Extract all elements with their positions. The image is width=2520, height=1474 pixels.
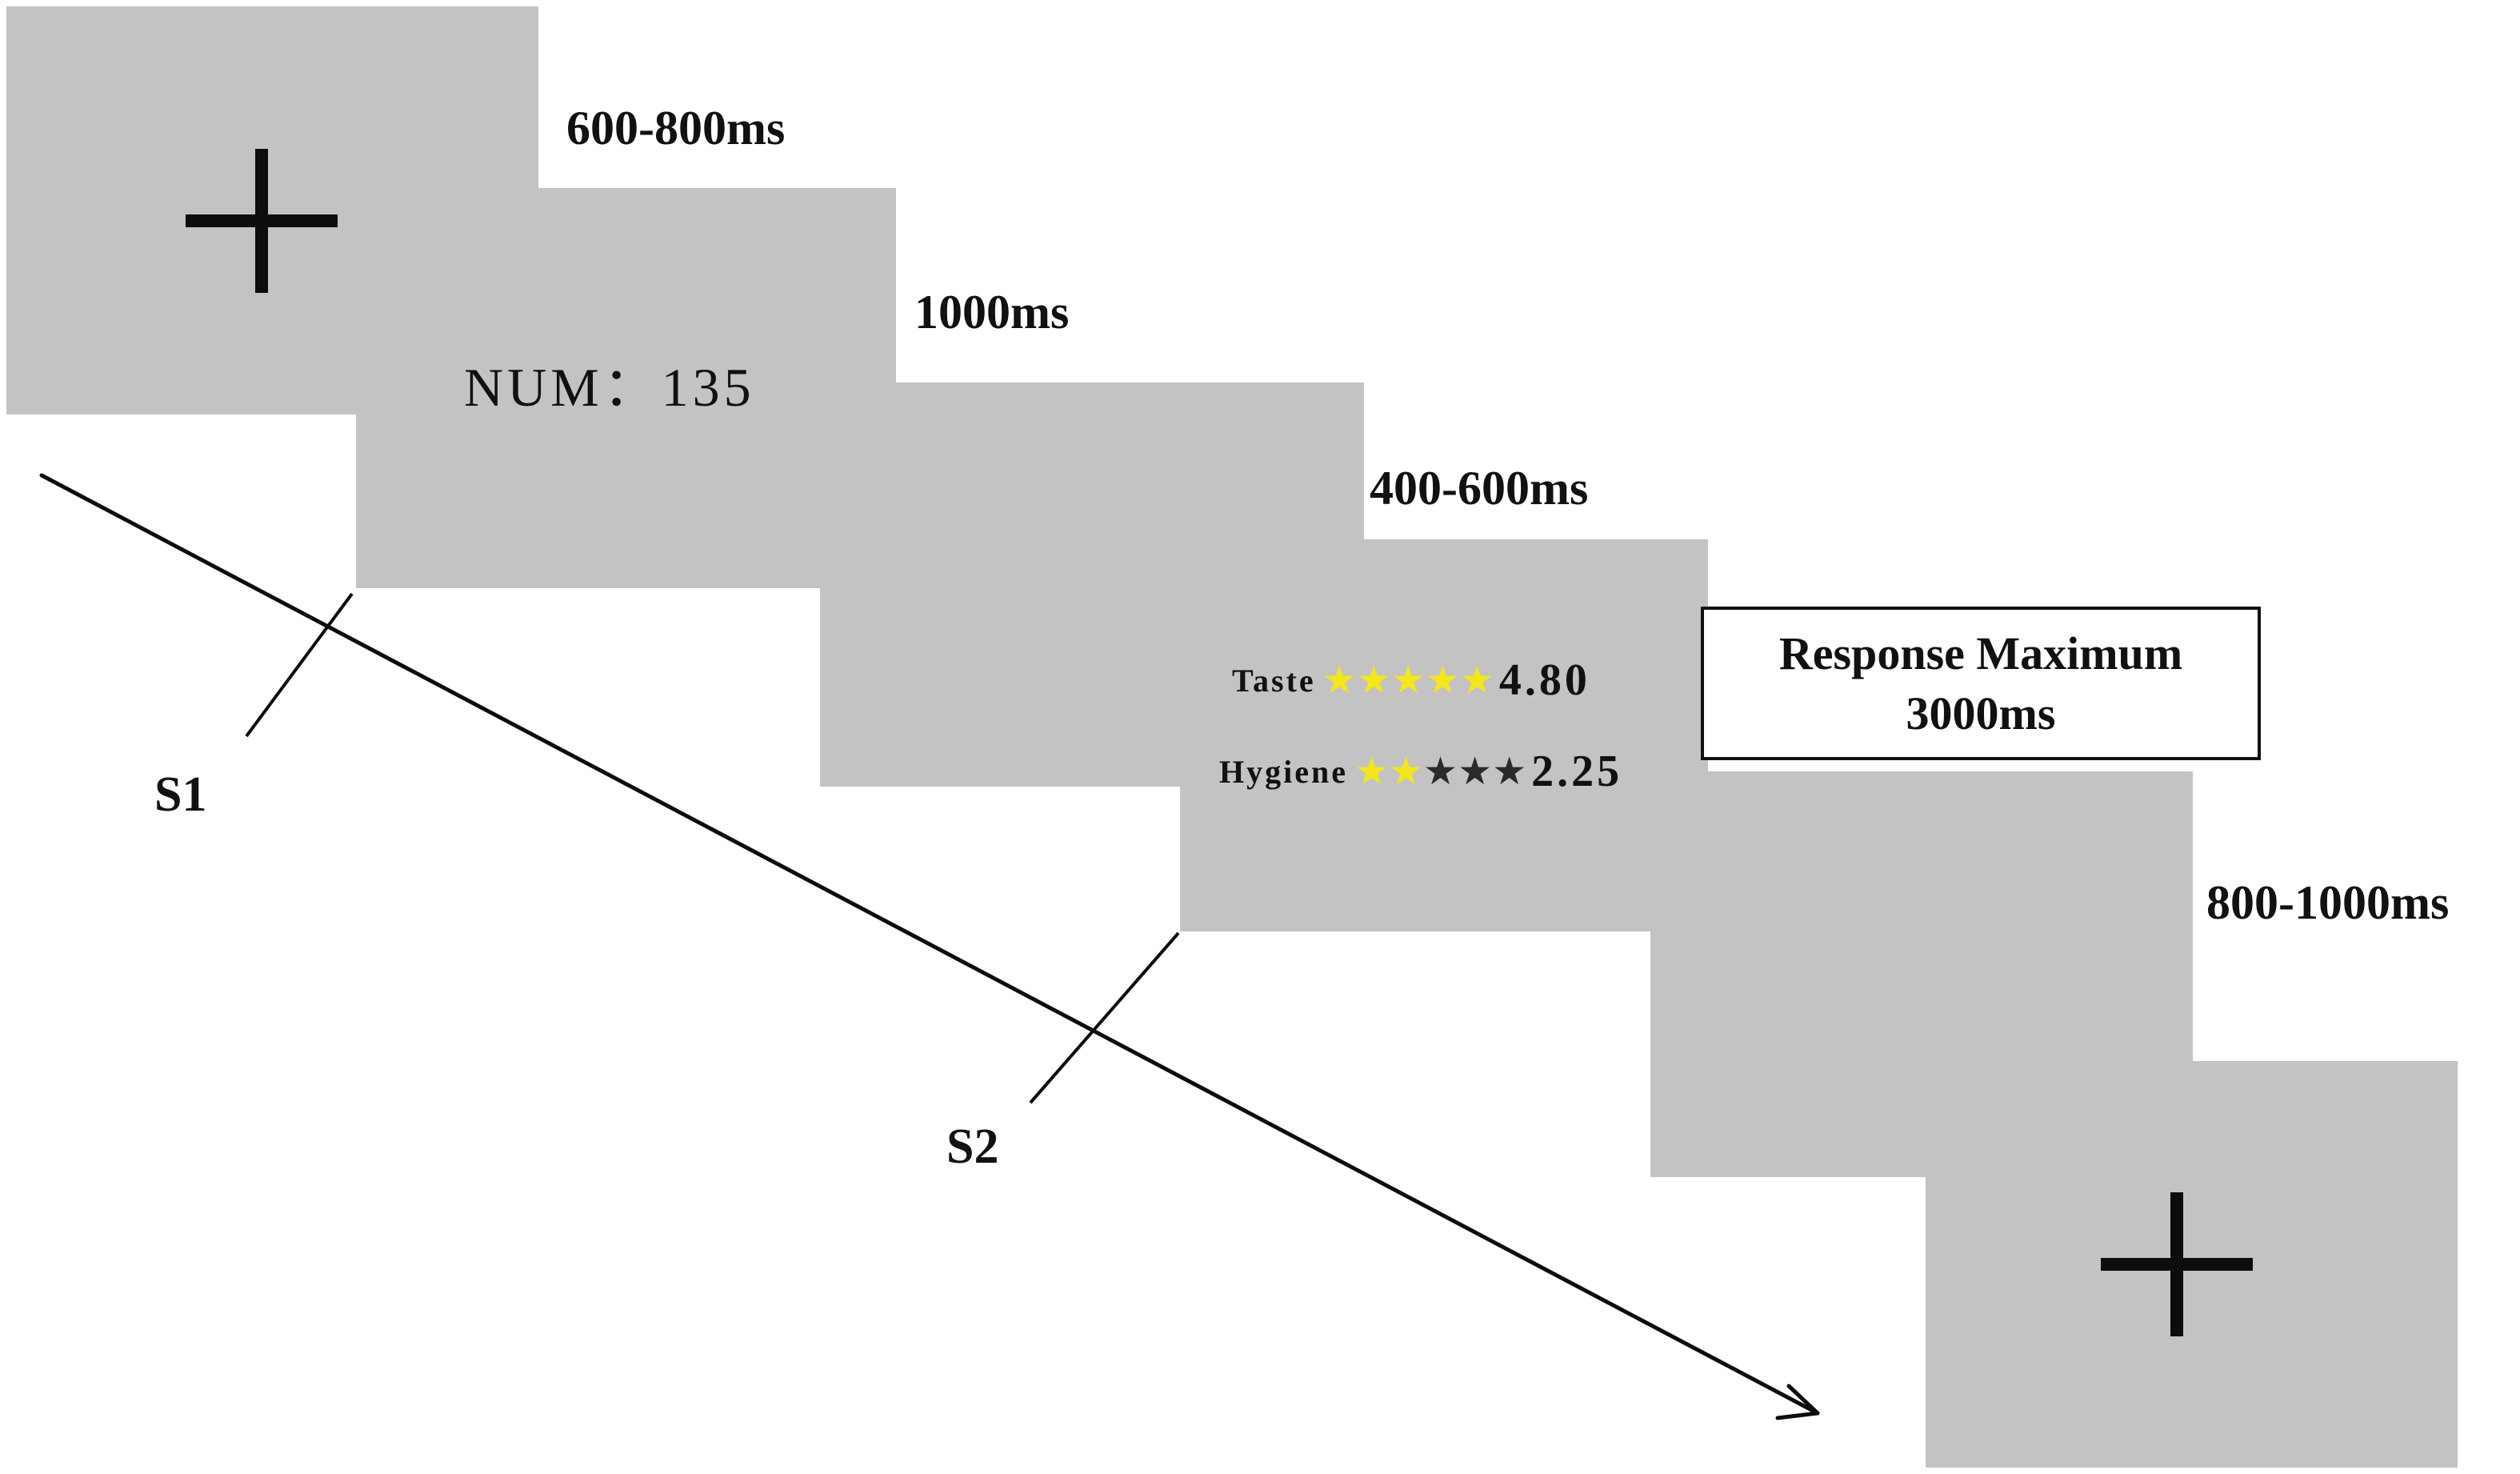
star-filled-icon: ★ xyxy=(1322,658,1357,703)
response-max-box: Response Maximum 3000ms xyxy=(1701,607,2261,760)
screen-number xyxy=(356,188,896,588)
timing-label-fixation: 600-800ms xyxy=(566,102,786,154)
timing-label-number: 1000ms xyxy=(914,286,1070,338)
timing-label-blank: 400-600ms xyxy=(1370,462,1589,515)
rating-name: Taste xyxy=(1232,662,1316,699)
stimulus-label-s2: S2 xyxy=(946,1120,999,1174)
response-box-line2: 3000ms xyxy=(1906,687,2056,739)
star-filled-icon: ★ xyxy=(1425,658,1460,703)
timeline-arrow-line xyxy=(39,473,1820,1416)
s1-marker-line xyxy=(245,592,354,738)
star-rating-icon: ★★★★★ xyxy=(1354,752,1526,791)
number-label: NUM：135 xyxy=(464,357,755,418)
star-rating-icon: ★★★★★ xyxy=(1322,661,1494,699)
rating-row-hygiene: Hygiene ★★★★★ 2.25 xyxy=(1219,746,1622,797)
star-empty-icon: ★ xyxy=(1492,749,1527,794)
screen-ratings xyxy=(1180,539,1708,931)
timeline-arrow-head-icon xyxy=(1775,1384,1820,1420)
stimulus-label-s1: S1 xyxy=(154,767,207,822)
star-empty-icon: ★ xyxy=(1423,749,1458,794)
star-filled-icon: ★ xyxy=(1390,658,1426,703)
star-filled-icon: ★ xyxy=(1389,749,1424,794)
star-filled-icon: ★ xyxy=(1356,658,1391,703)
fixation-cross-icon xyxy=(2101,1192,2253,1336)
fixation-cross-icon xyxy=(186,149,338,293)
timing-label-inter-trial: 800-1000ms xyxy=(2206,876,2450,929)
rating-value: 2.25 xyxy=(1531,747,1623,796)
rating-value: 4.80 xyxy=(1498,655,1590,705)
response-box-line1: Response Maximum xyxy=(1778,627,2183,679)
star-filled-icon: ★ xyxy=(1459,658,1494,703)
rating-name: Hygiene xyxy=(1219,753,1348,790)
star-filled-icon: ★ xyxy=(1354,749,1390,794)
s2-marker-line xyxy=(1029,931,1180,1104)
rating-row-taste: Taste ★★★★★ 4.80 xyxy=(1232,655,1590,706)
star-empty-icon: ★ xyxy=(1458,749,1493,794)
